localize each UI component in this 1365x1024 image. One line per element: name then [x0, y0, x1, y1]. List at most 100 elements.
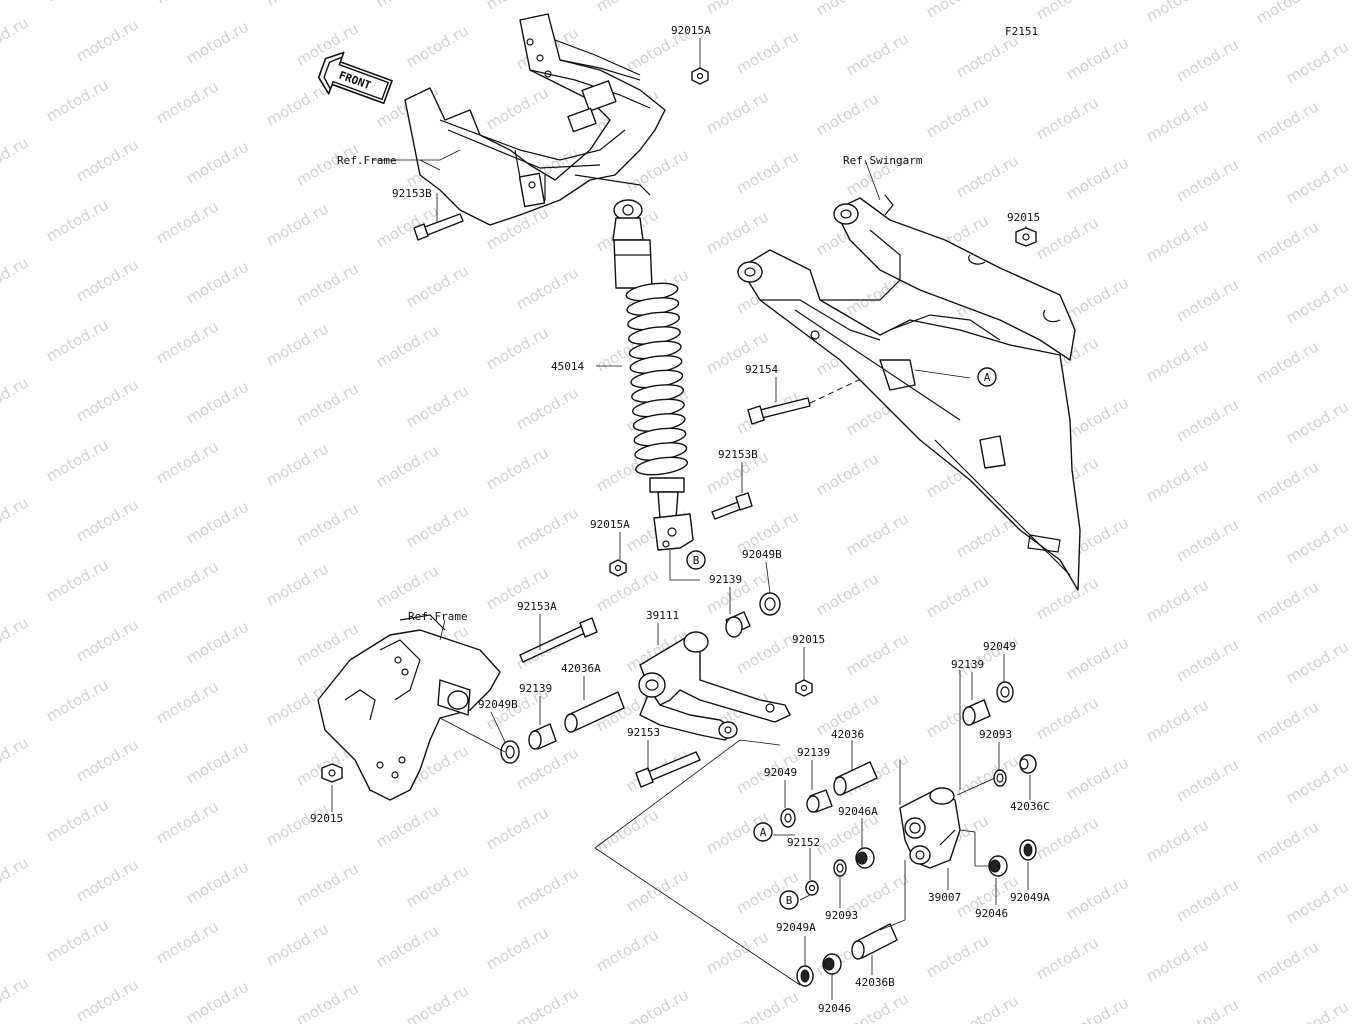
- watermark-text: motod.ru: [293, 259, 362, 309]
- sleeve-42036: [833, 761, 878, 796]
- label-92153a: 92153A: [517, 600, 557, 613]
- watermark-text: motod.ru: [183, 857, 252, 907]
- watermark-text: motod.ru: [293, 859, 362, 909]
- callout-b-rocker-label: B: [786, 894, 793, 907]
- watermark-text: motod.ru: [43, 795, 112, 845]
- washer-92049a-right: [1019, 839, 1037, 861]
- watermark-text: motod.ru: [923, 931, 992, 981]
- watermark-text: motod.ru: [153, 917, 222, 967]
- ref-frame-top: Ref.Frame: [337, 154, 397, 167]
- label-92049-right: 92049: [983, 640, 1016, 653]
- callout-a-rocker-label: A: [760, 826, 767, 839]
- watermark-text: motod.ru: [1173, 515, 1242, 565]
- washer-92049b-left: [500, 740, 520, 764]
- watermark-text: motod.ru: [1283, 157, 1352, 207]
- watermark-text: motod.ru: [733, 987, 802, 1024]
- bearing-92046-bottom: [822, 953, 842, 975]
- watermark-text: motod.ru: [1033, 0, 1102, 23]
- watermark-text: motod.ru: [623, 865, 692, 915]
- watermark-text: motod.ru: [73, 135, 142, 185]
- front-arrow: FRONT: [317, 51, 393, 105]
- watermark-text: motod.ru: [43, 675, 112, 725]
- rocker-arm-39007: [899, 787, 961, 869]
- ref-swingarm: Ref.Swingarm: [843, 154, 923, 167]
- collar-92139-mid: [806, 789, 833, 813]
- watermark-text: motod.ru: [1283, 517, 1352, 567]
- label-92046-right: 92046: [975, 907, 1008, 920]
- watermark-text: motod.ru: [483, 83, 552, 133]
- watermark-text: motod.ru: [153, 437, 222, 487]
- collar-92139-left: [528, 723, 557, 750]
- watermark-text: motod.ru: [1143, 215, 1212, 265]
- watermark-text: motod.ru: [483, 0, 552, 13]
- watermark-text: motod.ru: [813, 449, 882, 499]
- watermark-text: motod.ru: [1173, 155, 1242, 205]
- watermark-text: motod.ru: [483, 323, 552, 373]
- watermark-text: motod.ru: [373, 921, 442, 971]
- watermark-text: motod.ru: [1283, 277, 1352, 327]
- watermark-text: motod.ru: [1143, 695, 1212, 745]
- link-rod-39111: [638, 631, 791, 741]
- watermark-text: motod.ru: [1283, 877, 1352, 927]
- watermark-text: motod.ru: [293, 979, 362, 1024]
- watermark-text: motod.ru: [0, 553, 2, 603]
- nut-92015a-top: [691, 67, 709, 85]
- watermark-text: motod.ru: [703, 87, 772, 137]
- watermark-text: motod.ru: [1063, 873, 1132, 923]
- watermark-text: motod.ru: [43, 315, 112, 365]
- label-42036b: 42036B: [855, 976, 895, 989]
- watermark-text: motod.ru: [1063, 273, 1132, 323]
- watermark-text: motod.ru: [0, 493, 32, 543]
- watermark-text: motod.ru: [0, 0, 2, 3]
- label-92139-top: 92139: [709, 573, 742, 586]
- bolt-92153a: [519, 617, 598, 663]
- callout-a-swingarm: A: [977, 367, 997, 387]
- watermark-text: motod.ru: [1143, 95, 1212, 145]
- watermark-text: motod.ru: [1363, 0, 1365, 29]
- label-92139-mid: 92139: [797, 746, 830, 759]
- watermark-text: motod.ru: [153, 197, 222, 247]
- watermark-text: motod.ru: [513, 263, 582, 313]
- washer-92049-left: [780, 808, 796, 828]
- spring-coil: [635, 456, 689, 476]
- shock-absorber-45014: [612, 199, 694, 551]
- watermark-text: motod.ru: [0, 913, 2, 963]
- watermark-text: motod.ru: [1283, 397, 1352, 447]
- label-92154: 92154: [745, 363, 778, 376]
- watermark-text: motod.ru: [403, 381, 472, 431]
- label-92015a-mid: 92015A: [590, 518, 630, 531]
- watermark-text: motod.ru: [183, 617, 252, 667]
- watermark-text: motod.ru: [73, 15, 142, 65]
- watermark-text: motod.ru: [0, 613, 32, 663]
- watermark-text: motod.ru: [183, 377, 252, 427]
- watermark-text: motod.ru: [953, 151, 1022, 201]
- watermark-text: motod.ru: [1253, 217, 1322, 267]
- watermark-text: motod.ru: [373, 321, 442, 371]
- watermark-text: motod.ru: [0, 433, 2, 483]
- callout-b-shock: B: [686, 550, 706, 570]
- watermark-text: motod.ru: [73, 255, 142, 305]
- label-39007: 39007: [928, 891, 961, 904]
- label-92015-bottom: 92015: [310, 812, 343, 825]
- watermark-text: motod.ru: [1283, 757, 1352, 807]
- watermark-text: motod.ru: [1283, 37, 1352, 87]
- labels: F2151 Ref.Frame Ref.Frame Ref.Swingarm 9…: [310, 24, 1050, 1015]
- watermark-text: motod.ru: [953, 631, 1022, 681]
- watermark-text: motod.ru: [1033, 213, 1102, 263]
- label-92093-right: 92093: [979, 728, 1012, 741]
- watermark-text: motod.ru: [843, 29, 912, 79]
- watermark-text: motod.ru: [953, 751, 1022, 801]
- watermark-text: motod.ru: [1063, 33, 1132, 83]
- watermark-text: motod.ru: [953, 31, 1022, 81]
- watermark-text: motod.ru: [263, 439, 332, 489]
- watermark-text: motod.ru: [593, 565, 662, 615]
- watermark-text: motod.ru: [153, 677, 222, 727]
- watermark-text: motod.ru: [1253, 817, 1322, 867]
- watermark-text: motod.ru: [1253, 577, 1322, 627]
- watermark-text: motod.ru: [1253, 337, 1322, 387]
- watermark-text: motod.ru: [0, 133, 32, 183]
- watermark-text: motod.ru: [0, 13, 32, 63]
- label-92139-left: 92139: [519, 682, 552, 695]
- watermark-text: motod.ru: [1253, 97, 1322, 147]
- sleeve-42036a: [564, 691, 625, 733]
